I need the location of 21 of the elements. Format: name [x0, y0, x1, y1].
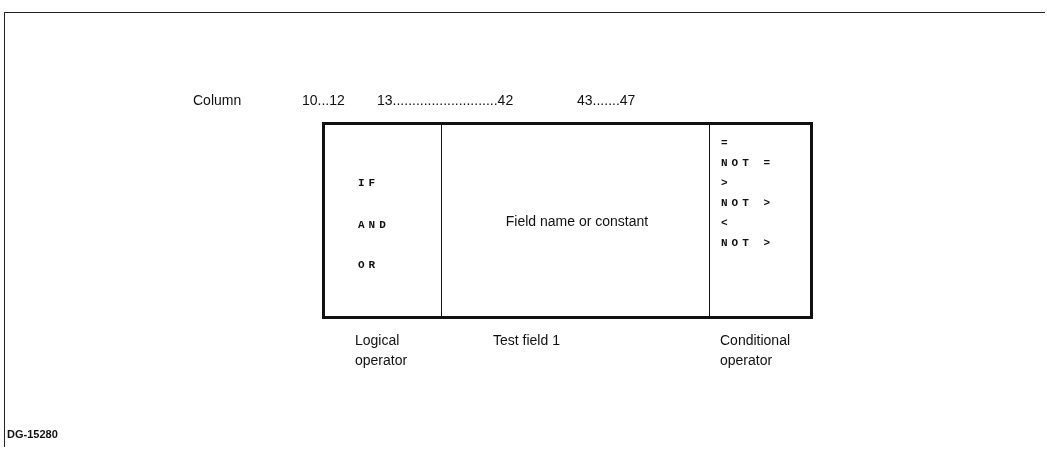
operator-text: < [721, 216, 732, 230]
operator-text: > [721, 176, 732, 190]
column-range: 13...........................42 [377, 92, 514, 108]
operator-text: IF [358, 176, 380, 190]
field-box [322, 122, 444, 319]
field-caption: Logical operator [355, 331, 409, 370]
operator-text: OR [358, 258, 380, 272]
column-range: 10...12 [302, 92, 345, 108]
column-range: 43.......47 [577, 92, 636, 108]
field-caption: Conditional operator [720, 331, 792, 370]
operator-text: NOT = [721, 156, 774, 170]
operator-text: = [721, 136, 732, 150]
figure-id: DG-15280 [7, 428, 58, 440]
column-label: Column [193, 92, 242, 108]
operator-text: NOT > [721, 196, 774, 210]
operator-text: AND [358, 218, 390, 232]
field-caption: Test field 1 [493, 331, 561, 350]
field-box [709, 122, 813, 319]
field-text: Field name or constant [505, 212, 649, 229]
operator-text: NOT > [721, 236, 774, 250]
field-box [441, 122, 712, 319]
